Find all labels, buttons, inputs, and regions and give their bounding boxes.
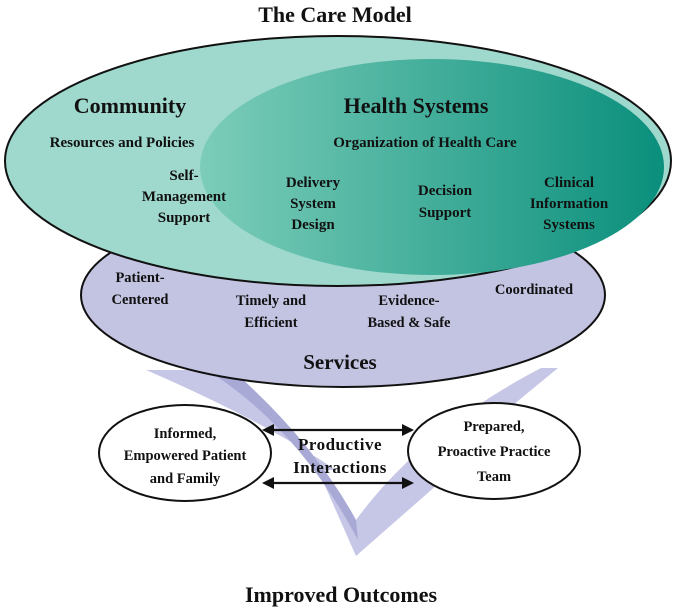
component-line: Self- — [169, 168, 198, 184]
component-line: Delivery — [286, 175, 341, 191]
interaction-arrow-top — [262, 424, 414, 436]
component-line: Support — [419, 205, 472, 221]
team-line: Team — [477, 469, 511, 485]
patient-label: Informed, Empowered Patient and Family — [124, 426, 247, 487]
service-line: Evidence- — [378, 293, 439, 309]
interactions-line: Productive — [298, 435, 382, 454]
team-label: Prepared, Proactive Practice Team — [438, 419, 551, 485]
interactions-line: Interactions — [293, 458, 387, 477]
service-line: Centered — [112, 292, 169, 308]
health-systems-ellipse — [200, 59, 664, 275]
health-systems-subheading: Organization of Health Care — [333, 135, 517, 151]
service-coordinated: Coordinated — [495, 282, 573, 298]
patient-line: Informed, — [154, 426, 217, 442]
component-line: Design — [291, 217, 335, 233]
component-decision-support: Decision Support — [418, 183, 473, 221]
team-line: Proactive Practice — [438, 444, 551, 460]
component-clinical-information-systems: Clinical Information Systems — [530, 175, 609, 233]
component-delivery-system-design: Delivery System Design — [286, 175, 341, 233]
service-line: Efficient — [244, 315, 297, 331]
service-line: Timely and — [236, 293, 306, 309]
patient-line: and Family — [150, 471, 221, 487]
component-line: Decision — [418, 183, 473, 199]
component-line: Management — [142, 189, 226, 205]
services-heading: Services — [303, 350, 376, 374]
component-line: System — [290, 196, 336, 212]
service-evidence-based-safe: Evidence- Based & Safe — [368, 293, 452, 331]
component-line: Information — [530, 196, 609, 212]
service-patient-centered: Patient- Centered — [112, 270, 169, 308]
service-line: Based & Safe — [368, 315, 452, 331]
service-line: Coordinated — [495, 282, 573, 298]
health-systems-heading: Health Systems — [344, 93, 489, 118]
patient-line: Empowered Patient — [124, 448, 247, 464]
component-self-management-support: Self- Management Support — [142, 168, 226, 226]
component-line: Support — [158, 210, 211, 226]
diagram-title: The Care Model — [258, 2, 412, 27]
community-heading: Community — [74, 93, 186, 118]
team-line: Prepared, — [463, 419, 524, 435]
community-subheading: Resources and Policies — [50, 135, 195, 151]
service-timely-and-efficient: Timely and Efficient — [236, 293, 306, 331]
interaction-arrow-bottom — [262, 477, 414, 489]
patient-oval — [98, 404, 272, 502]
outcome-arrow — [146, 368, 558, 556]
component-line: Clinical — [544, 175, 594, 191]
service-line: Patient- — [115, 270, 164, 286]
component-line: Systems — [543, 217, 595, 233]
improved-outcomes-label: Improved Outcomes — [245, 582, 438, 607]
team-oval — [407, 402, 581, 500]
